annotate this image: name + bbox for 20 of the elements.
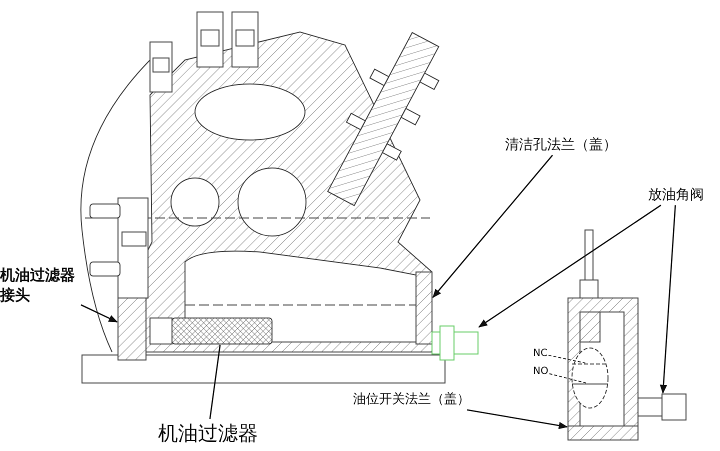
- arrow: [432, 154, 553, 298]
- part-label: 油位开关法兰（盖）: [353, 392, 470, 409]
- arrow: [660, 205, 676, 394]
- leader-line: [548, 354, 586, 364]
- filter-element: [172, 318, 272, 344]
- position-label: NO: [533, 365, 548, 378]
- part-label: 机油过滤器: [158, 420, 258, 446]
- arrow: [80, 304, 118, 322]
- leader-line: [209, 344, 221, 420]
- leader-line: [548, 373, 586, 384]
- part-label: 放油角阀: [648, 186, 704, 204]
- position-label: NC: [533, 347, 548, 360]
- flange: [118, 298, 146, 360]
- angle-valve: [432, 326, 478, 360]
- arrow: [478, 204, 662, 328]
- arrow: [466, 409, 568, 430]
- part-label: 清洁孔法兰（盖）: [505, 136, 617, 154]
- flange: [568, 426, 638, 440]
- angle-valve: [638, 394, 686, 420]
- flange: [416, 272, 432, 344]
